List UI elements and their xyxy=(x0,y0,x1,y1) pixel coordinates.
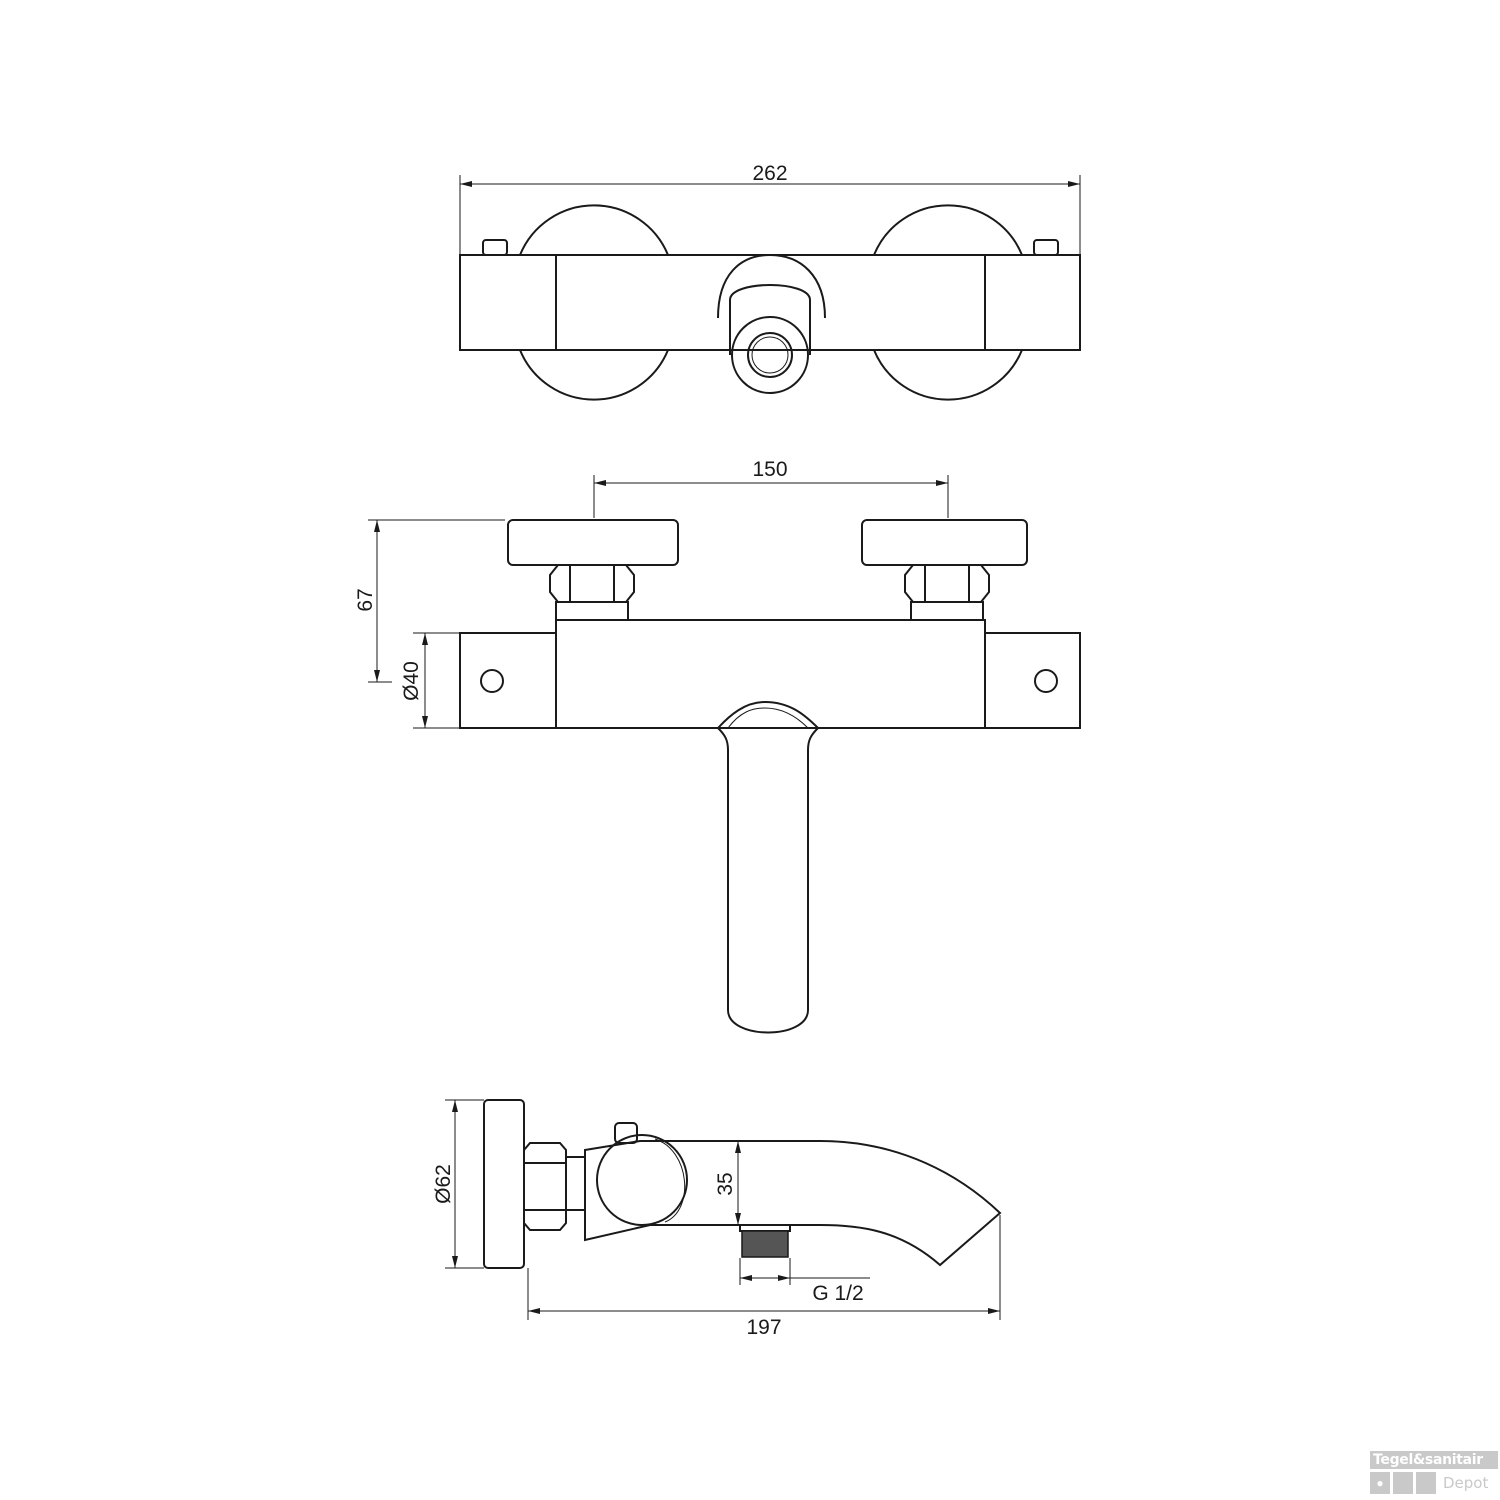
left-nut xyxy=(549,564,635,603)
spout-side xyxy=(584,1140,1002,1267)
dimension-label-262: 262 xyxy=(752,162,787,185)
escutcheon-side xyxy=(483,1099,525,1269)
right-pin xyxy=(1033,239,1059,256)
left-block xyxy=(459,632,557,729)
left-handle xyxy=(507,519,679,566)
left-pin xyxy=(482,239,508,256)
dimension-label-62: Ø62 xyxy=(432,1164,455,1204)
body-center xyxy=(555,619,986,729)
spout-shoulder xyxy=(717,700,819,729)
pin-side xyxy=(614,1122,638,1144)
dimension-label-67: 67 xyxy=(354,588,377,611)
logo-square xyxy=(1393,1472,1413,1494)
left-escutcheon-bottom xyxy=(519,349,669,401)
spout-outlet xyxy=(731,316,809,394)
top-view: 262 xyxy=(459,162,1081,401)
nut-side xyxy=(523,1142,567,1231)
dimension-label-150: 150 xyxy=(752,458,787,481)
right-nut xyxy=(904,564,990,603)
control-knob xyxy=(596,1134,688,1226)
logo-square xyxy=(1416,1472,1436,1494)
right-escutcheon-bottom xyxy=(873,349,1023,401)
dimension-label-40: Ø40 xyxy=(400,661,423,701)
dimension-label-35: 35 xyxy=(714,1172,737,1195)
dimension-label-g12: G 1/2 xyxy=(812,1282,863,1305)
dimension-label-197: 197 xyxy=(746,1316,781,1339)
right-escutcheon-top xyxy=(873,204,1023,256)
front-view: 150 67 Ø40 xyxy=(354,458,1081,1034)
water-drop-icon: ● xyxy=(1370,1472,1390,1494)
right-block xyxy=(984,632,1081,729)
body-top xyxy=(459,254,1081,351)
thread-connector xyxy=(741,1230,789,1258)
left-escutcheon-top xyxy=(519,204,669,256)
watermark-logo: Tegel&sanitair ● Depot xyxy=(1370,1451,1498,1494)
spout-front xyxy=(717,727,819,1034)
side-view: Ø62 35 G 1/2 197 xyxy=(432,1099,1002,1339)
watermark-line1: Tegel&sanitair xyxy=(1370,1451,1498,1469)
right-handle xyxy=(861,519,1028,566)
watermark-line2: Depot xyxy=(1443,1474,1489,1492)
spout-top xyxy=(717,253,826,319)
